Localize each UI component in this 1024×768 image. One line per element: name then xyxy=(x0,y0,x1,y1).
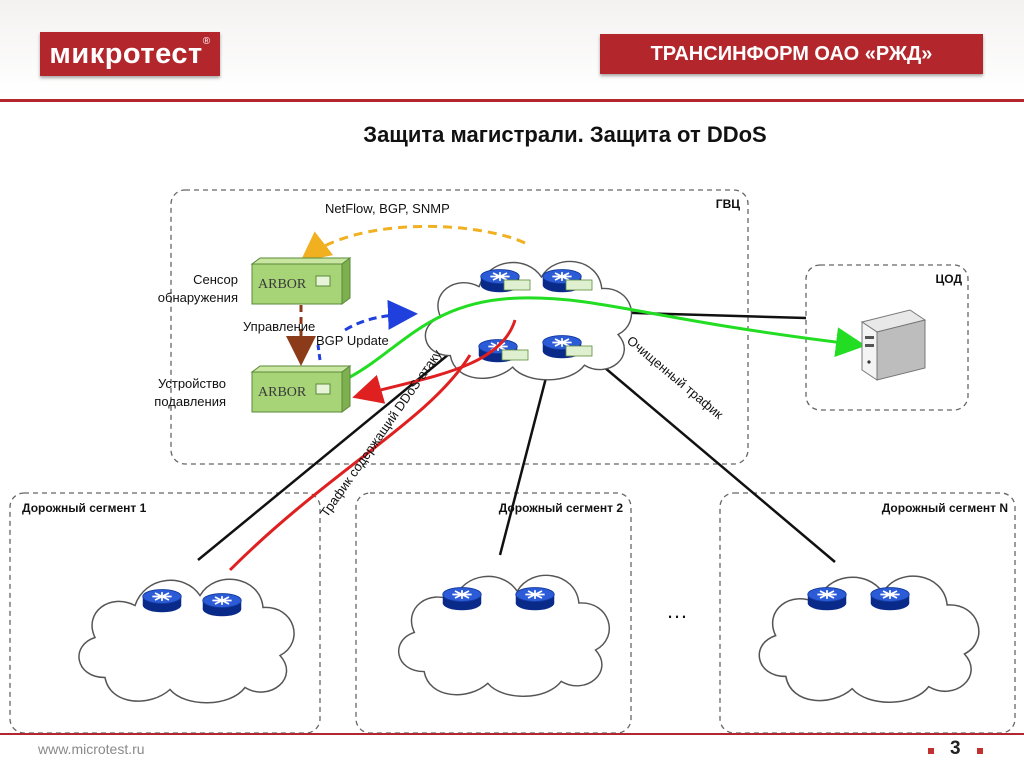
clean-traffic-label: Очищенный трафик xyxy=(624,333,726,422)
segment1-cloud xyxy=(78,578,295,704)
segment2-cloud xyxy=(397,574,611,698)
zone-segment-2-label: Дорожный сегмент 2 xyxy=(499,501,624,515)
grid-icon xyxy=(315,275,331,287)
netflow-arrow xyxy=(300,224,526,262)
arbor-mitigation-device: ARBOR xyxy=(250,365,352,413)
arbor-module-icon xyxy=(565,279,593,291)
attack-traffic-line xyxy=(228,354,472,572)
sensor-brand: ARBOR xyxy=(258,277,307,292)
header-badge: ТРАНСИНФОРМ ОАО «РЖД» xyxy=(600,34,983,74)
segmentn-router-icon xyxy=(806,586,848,612)
arbor-sensor-device: ARBOR xyxy=(250,257,352,305)
more-segments-ellipsis: … xyxy=(666,598,688,623)
mitigation-label-line2: подавления xyxy=(154,394,226,409)
footer-dot-icon xyxy=(928,748,934,754)
control-label: Управление xyxy=(243,319,315,334)
arbor-module-icon xyxy=(501,349,529,361)
attack-redirect-arrow xyxy=(352,319,517,404)
arbor-module-icon xyxy=(565,345,593,357)
grid-icon xyxy=(315,383,331,395)
segmentn-cloud xyxy=(758,575,980,704)
segment2-router-icon xyxy=(441,586,483,612)
bgp-update-stub xyxy=(316,344,322,361)
arbor-module-icon xyxy=(503,279,531,291)
link-core-cod xyxy=(599,310,807,320)
sensor-label-line2: обнаружения xyxy=(158,290,238,305)
footer-dot-icon xyxy=(977,748,983,754)
zone-gvc-label: ГВЦ xyxy=(716,197,740,211)
bgp-update-label: BGP Update xyxy=(316,333,389,348)
link-segment2-core xyxy=(498,369,550,556)
zone-cod-label: ЦОД xyxy=(936,272,963,286)
netflow-label: NetFlow, BGP, SNMP xyxy=(325,201,450,216)
page-number: 3 xyxy=(950,738,961,759)
logo-text: микротест xyxy=(49,38,203,70)
zone-gvc xyxy=(170,189,749,465)
segmentn-router-icon xyxy=(869,586,911,612)
microtest-logo: микротест® xyxy=(40,32,220,76)
segment1-router-icon xyxy=(141,588,183,614)
sensor-label-line1: Сенсор xyxy=(193,272,238,287)
zone-segment-2 xyxy=(355,492,632,734)
footer-divider xyxy=(0,733,1024,735)
mitigation-label-line1: Устройство xyxy=(158,376,226,391)
segment2-router-icon xyxy=(514,586,556,612)
segment1-router-icon xyxy=(201,592,243,618)
logo-registered-mark: ® xyxy=(202,36,211,47)
footer-url: www.microtest.ru xyxy=(38,741,145,757)
mitigation-brand: ARBOR xyxy=(258,385,307,400)
zone-segment-n-label: Дорожный сегмент N xyxy=(882,501,1008,515)
core-cloud xyxy=(424,260,633,381)
page-title: Защита магистрали. Защита от DDoS xyxy=(363,122,767,147)
server-icon xyxy=(860,309,927,381)
bgp-update-arrow xyxy=(344,299,418,332)
zone-segment-1-label: Дорожный сегмент 1 xyxy=(22,501,147,515)
zone-cod xyxy=(805,264,969,411)
header-divider xyxy=(0,99,1024,102)
link-segmentn-core xyxy=(597,361,836,563)
clean-traffic-arrow xyxy=(349,296,866,379)
